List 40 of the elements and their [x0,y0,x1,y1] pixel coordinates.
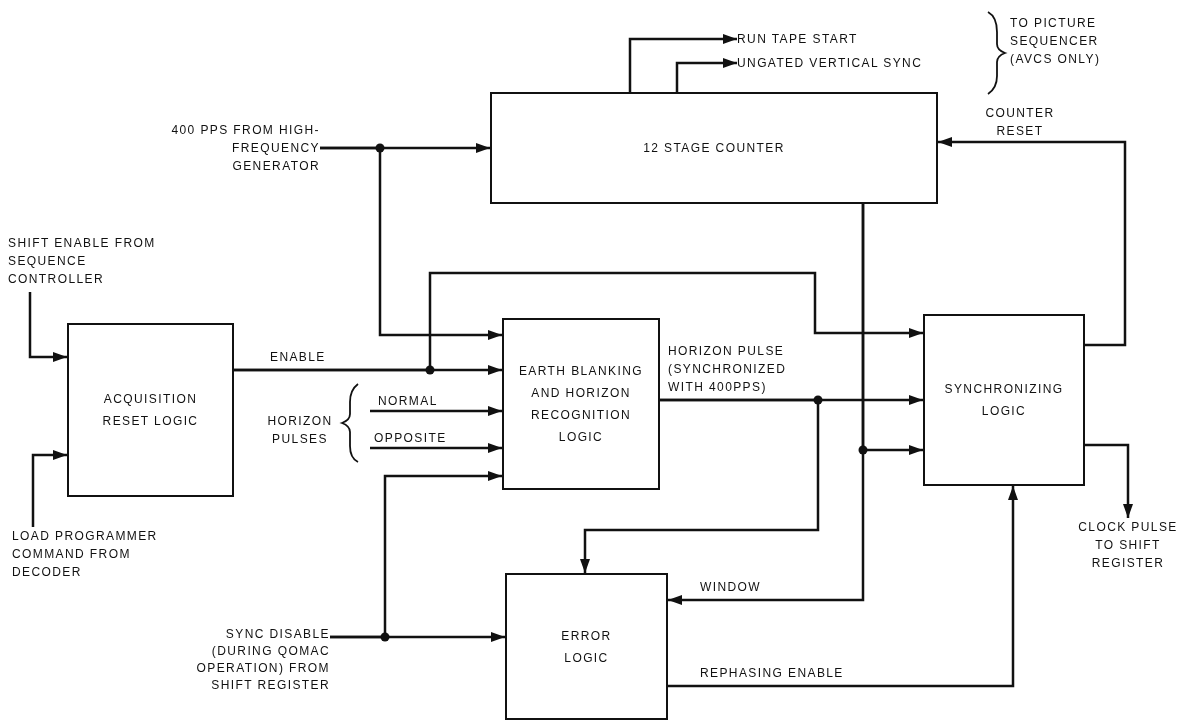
block-label: 12 STAGE COUNTER [643,140,785,157]
signal-label: LOAD PROGRAMMER COMMAND FROM DECODER [12,527,192,585]
arrow [320,146,502,340]
logic-block [502,318,660,490]
logic-block [505,573,668,720]
arrow [31,450,67,527]
edge-label: NORMAL [378,393,439,410]
signal-label: CLOCK PULSE TO SHIFT REGISTER [1078,518,1178,594]
arrow [370,443,502,453]
signal-label: SYNC DISABLE (DURING QOMAC OPERATION) FROM SHIFT REGISTER [186,626,330,718]
note-label: HORIZON PULSES [266,413,334,448]
logic-block [67,323,234,497]
arrow [28,292,67,362]
arrow [938,137,1127,347]
logic-block [490,92,938,204]
signal-label: SHIFT ENABLE FROM SEQUENCE CONTROLLER [8,234,158,292]
block-label: EARTH BLANKING AND HORIZON RECOGNITION LOGIC [517,363,645,446]
logic-block [923,314,1085,486]
edge-label: OPPOSITE [374,430,448,447]
arrow [668,486,1018,688]
arrow [628,34,737,92]
arrow [234,271,923,372]
signal-label: UNGATED VERTICAL SYNC [737,54,977,72]
arrow [330,632,505,642]
arrow [580,398,820,573]
signal-label: RUN TAPE START [737,30,912,48]
edge-label: COUNTER RESET [984,105,1056,140]
block-label: ACQUISITION RESET LOGIC [101,391,200,430]
edge-label: HORIZON PULSE (SYNCHRONIZED WITH 400PPS) [668,343,788,396]
arrow [675,58,737,92]
block-label: SYNCHRONIZING LOGIC [943,381,1065,420]
signal-label: 400 PPS FROM HIGH-FREQUENCY GENERATOR [168,121,320,177]
arrow [861,204,923,455]
edge-label: REPHASING ENABLE [700,665,845,682]
arrow [370,406,502,416]
edge-label: ENABLE [270,349,327,366]
block-label: ERROR LOGIC [560,627,613,667]
note-label: TO PICTURE SEQUENCER (AVCS ONLY) [1010,15,1102,68]
arrow [1085,443,1133,518]
edge-label: WINDOW [700,579,763,596]
